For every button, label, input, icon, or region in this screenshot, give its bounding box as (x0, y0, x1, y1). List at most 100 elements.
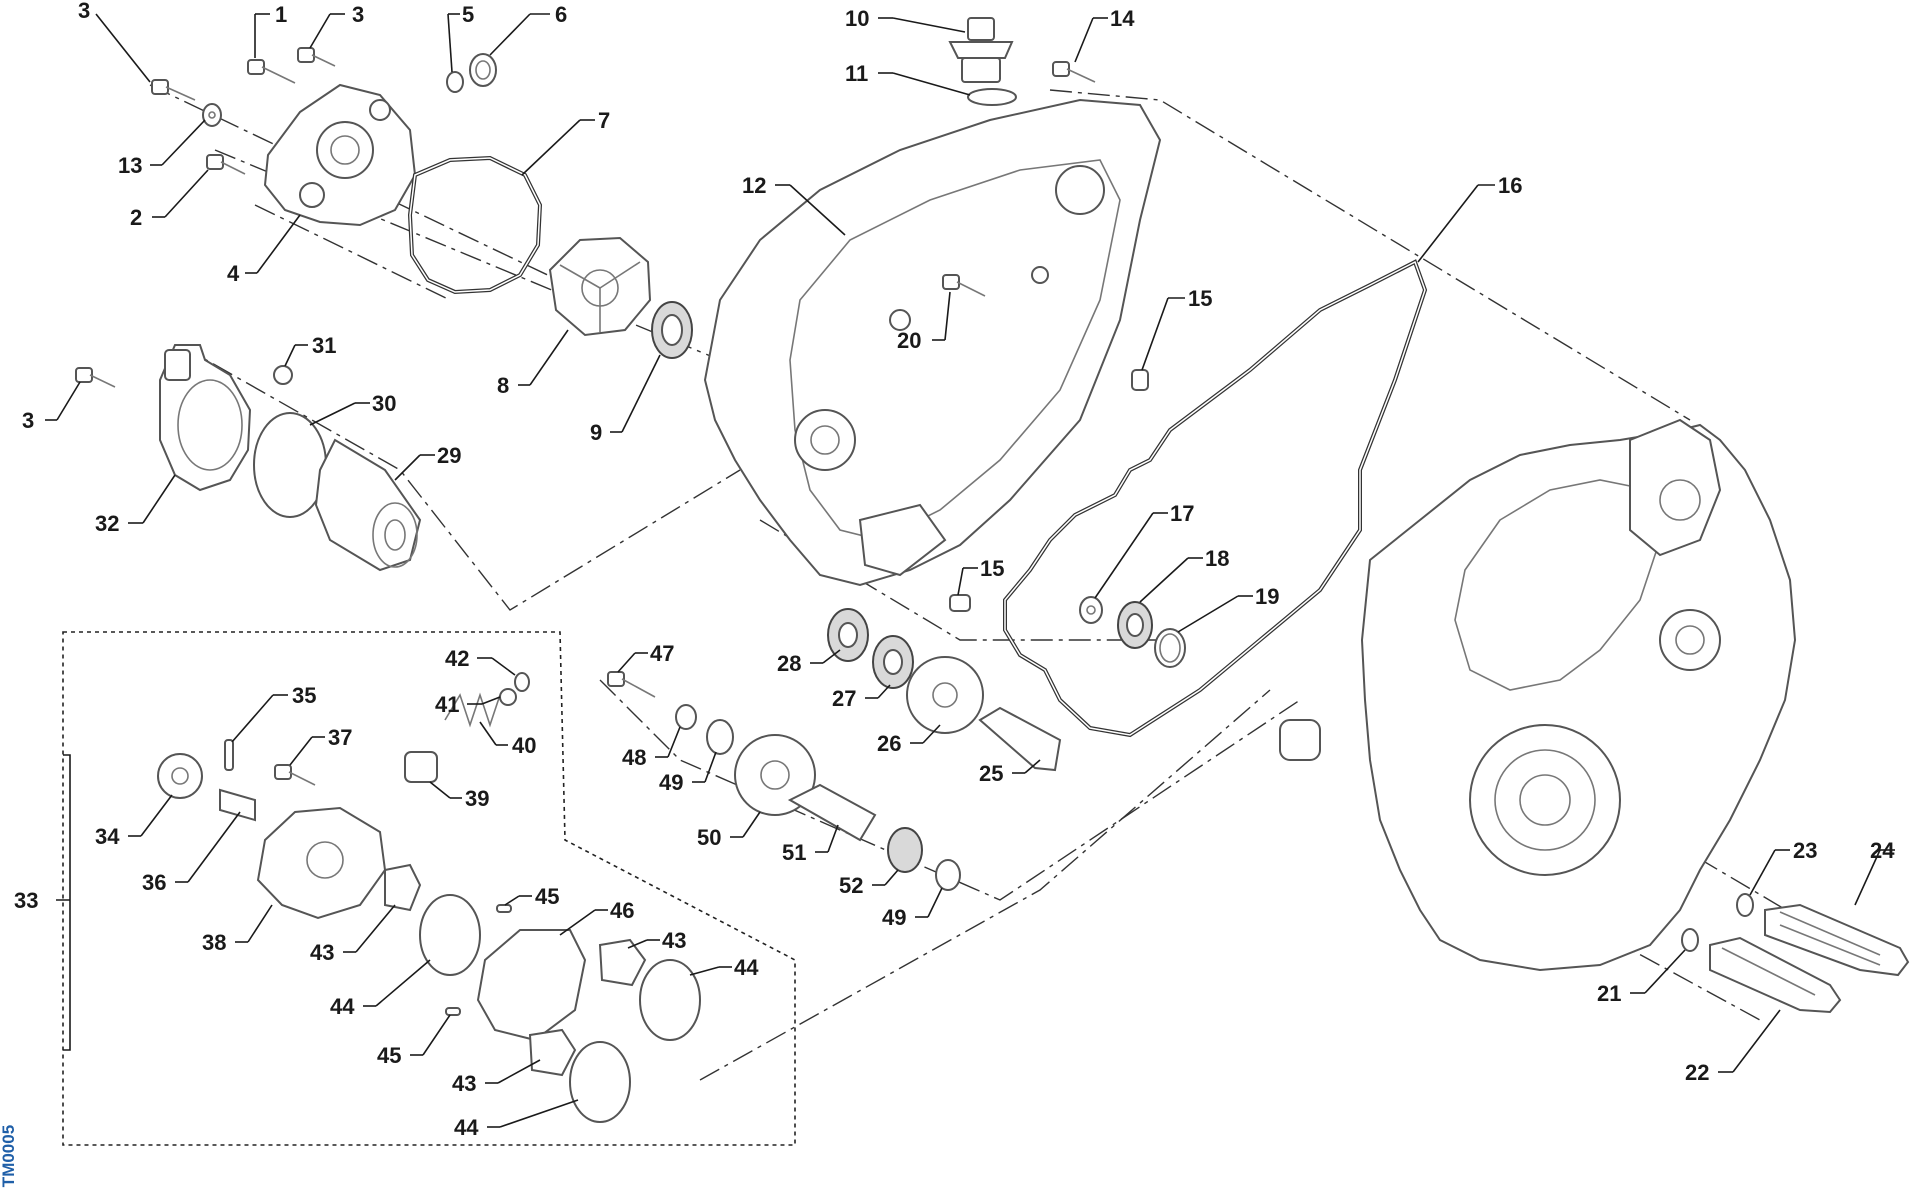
svg-text:7: 7 (598, 108, 610, 133)
seal-6 (469, 53, 497, 87)
svg-text:42: 42 (445, 646, 469, 671)
svg-text:11: 11 (845, 61, 868, 86)
callout-19: 19 (1177, 584, 1279, 633)
callout-46: 46 (559, 898, 634, 936)
callout-6: 6 (489, 2, 567, 56)
bolt-37 (274, 764, 316, 786)
callout-41: 41 (435, 692, 501, 717)
o-ring-11 (967, 88, 1017, 106)
circlip-42 (514, 672, 530, 692)
svg-text:5: 5 (462, 2, 474, 27)
svg-text:44: 44 (330, 994, 355, 1019)
callout-17: 17 (1094, 501, 1194, 599)
callout-48: 48 (622, 726, 681, 770)
callout-13: 13 (118, 119, 206, 178)
rotor-43-b (598, 938, 647, 987)
oil-filter-cover-32 (159, 344, 252, 492)
o-ring-21 (1681, 928, 1699, 952)
callout-27: 27 (832, 684, 891, 711)
group-brace-33 (56, 754, 71, 1051)
bolt-1 (247, 59, 296, 84)
bolt-47 (607, 671, 656, 698)
svg-text:9: 9 (590, 420, 602, 445)
callout-9: 9 (590, 354, 661, 445)
rotor-gear-34 (157, 753, 203, 799)
callout-29: 29 (394, 443, 461, 481)
svg-text:27: 27 (832, 686, 856, 711)
bolt-3-left (151, 79, 196, 101)
svg-text:17: 17 (1170, 501, 1194, 526)
callout-18: 18 (1139, 546, 1229, 603)
svg-text:14: 14 (1110, 6, 1135, 31)
gear-26 (906, 656, 984, 734)
washer-49-upper (706, 719, 734, 755)
svg-text:44: 44 (454, 1115, 479, 1140)
callout-4: 4 (227, 214, 301, 286)
callout-3a: 3 (78, 0, 151, 83)
callout-3b: 3 (309, 2, 364, 49)
svg-text:15: 15 (980, 556, 1004, 581)
callout-49b: 49 (882, 887, 943, 930)
svg-text:13: 13 (118, 153, 142, 178)
svg-text:52: 52 (839, 873, 863, 898)
callout-38: 38 (202, 904, 273, 955)
callout-35: 35 (231, 683, 316, 743)
svg-text:22: 22 (1685, 1060, 1709, 1085)
svg-text:40: 40 (512, 733, 536, 758)
callout-40: 40 (479, 721, 536, 758)
callout-44b: 44 (689, 955, 759, 980)
callout-43c: 43 (452, 1059, 541, 1096)
callout-45a: 45 (504, 884, 559, 909)
needle-bearing-52 (887, 827, 923, 873)
callout-51: 51 (782, 824, 839, 865)
svg-text:20: 20 (897, 328, 921, 353)
callout-16: 16 (1417, 173, 1522, 263)
washer-48 (675, 704, 697, 730)
svg-text:36: 36 (142, 870, 166, 895)
plug-31 (273, 365, 293, 385)
crankcase-half (1279, 418, 1797, 972)
dowel-15-lower (949, 594, 971, 612)
piston-39 (404, 751, 438, 783)
svg-text:39: 39 (465, 786, 489, 811)
rotor-44-c (569, 1041, 631, 1123)
washer-49-lower (935, 859, 961, 891)
o-ring-23 (1736, 893, 1754, 917)
svg-text:33: 33 (14, 888, 38, 913)
svg-text:38: 38 (202, 930, 226, 955)
svg-text:32: 32 (95, 511, 119, 536)
pump-body-38 (256, 806, 387, 920)
callout-23: 23 (1749, 838, 1817, 896)
svg-text:46: 46 (610, 898, 634, 923)
svg-text:10: 10 (845, 6, 869, 31)
callout-45b: 45 (377, 1014, 451, 1068)
callout-42: 42 (445, 646, 516, 676)
bolt-3-top (297, 47, 336, 67)
bolt-14 (1052, 61, 1096, 83)
svg-text:35: 35 (292, 683, 316, 708)
svg-text:30: 30 (372, 391, 396, 416)
svg-text:3: 3 (78, 0, 90, 23)
ring-19 (1154, 628, 1186, 668)
callout-2: 2 (130, 169, 209, 230)
oil-filter-29 (314, 438, 422, 572)
svg-text:43: 43 (310, 940, 334, 965)
cover-gasket-16 (1003, 259, 1428, 738)
callout-36: 36 (142, 811, 241, 895)
svg-text:26: 26 (877, 731, 901, 756)
gear-50 (734, 734, 816, 816)
callout-1: 1 (254, 2, 287, 58)
callout-28: 28 (777, 649, 841, 676)
callout-31: 31 (284, 333, 336, 367)
callout-11: 11 (845, 61, 971, 96)
washer-17 (1079, 596, 1103, 624)
svg-text:21: 21 (1597, 981, 1621, 1006)
svg-text:19: 19 (1255, 584, 1279, 609)
bearing-27 (872, 635, 914, 689)
svg-text:3: 3 (352, 2, 364, 27)
svg-text:41: 41 (435, 692, 459, 717)
svg-text:2: 2 (130, 205, 142, 230)
pin-45-a (496, 904, 512, 913)
pump-plate-46 (476, 929, 587, 1042)
